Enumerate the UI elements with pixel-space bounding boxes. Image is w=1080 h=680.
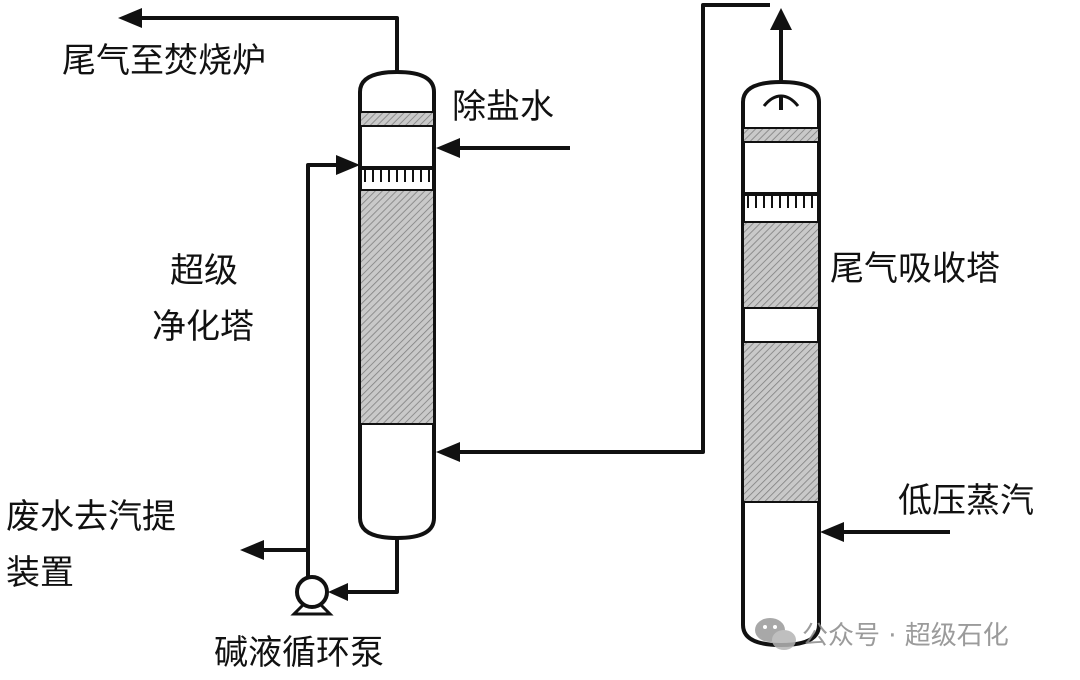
- absorption-overhead-arrow-icon: [770, 8, 792, 30]
- wastewater-label-line1: 废水去汽提: [6, 497, 176, 537]
- watermark: 公众号 · 超级石化: [755, 618, 1009, 651]
- caustic-circulation-pump: [290, 575, 334, 616]
- exhaust-arrow-icon: [118, 8, 142, 28]
- purification-feed-arrow-icon: [436, 442, 460, 462]
- absorption-tower-distributor-nozzles: [747, 194, 813, 208]
- absorption-overhead-line: [436, 3, 792, 462]
- watermark-text: 公众号 · 超级石化: [802, 621, 1009, 651]
- super-purification-tower: [358, 69, 436, 541]
- tail-gas-absorption-tower: [741, 79, 821, 648]
- pump-icon: [295, 575, 329, 609]
- low-pressure-steam-inlet: [820, 522, 950, 542]
- super-purification-tower-label-line1: 超级: [170, 251, 238, 291]
- absorption-tower-upper-packing-bed: [742, 221, 820, 309]
- pump-inlet-arrow-icon: [328, 583, 348, 601]
- exhaust-to-incinerator-label: 尾气至焚烧炉: [62, 41, 266, 81]
- wechat-icon: [755, 618, 796, 650]
- wastewater-arrow-icon: [240, 540, 264, 560]
- circulation-return-arrow-icon: [336, 155, 360, 175]
- super-purification-tower-label-line2: 净化塔: [152, 307, 254, 347]
- purification-tower-distributor-nozzles: [364, 168, 430, 182]
- steam-arrow-icon: [820, 522, 844, 542]
- absorption-tower-lower-packing-bed: [742, 341, 820, 503]
- demineralized-water-inlet: [436, 138, 570, 158]
- caustic-circulation-pump-label: 碱液循环泵: [214, 633, 384, 673]
- tail-gas-absorption-tower-label: 尾气吸收塔: [830, 249, 1000, 289]
- purification-tower-packing-bed: [359, 189, 435, 425]
- demineralized-water-label: 除盐水: [452, 87, 554, 127]
- wastewater-outlet: [240, 540, 308, 560]
- wastewater-label-line2: 装置: [6, 553, 74, 593]
- caustic-circulation-loop: [306, 155, 399, 601]
- demineralized-water-arrow-icon: [436, 138, 460, 158]
- absorption-tower-demister-pad: [742, 127, 820, 143]
- purification-tower-demister-pad: [359, 111, 435, 127]
- exhaust-line: [118, 8, 399, 72]
- low-pressure-steam-label: 低压蒸汽: [898, 481, 1034, 521]
